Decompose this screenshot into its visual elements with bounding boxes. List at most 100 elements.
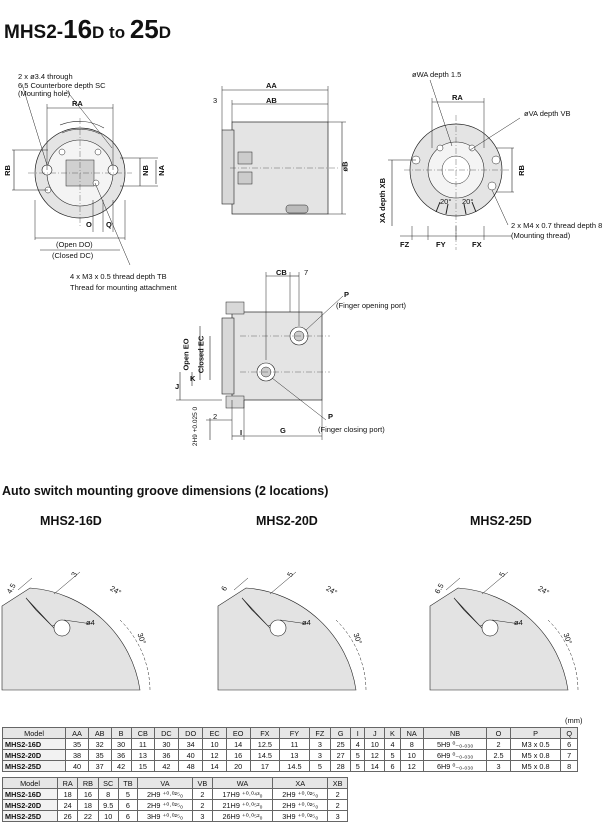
table-cell: M3 x 0.5 [509, 738, 562, 750]
table-cell: 3 [192, 810, 213, 822]
table-cell: 5 [350, 760, 366, 772]
table-header-cell: P [509, 727, 562, 739]
table-cell: 2H9 ⁺⁰·⁰²⁵₀ [137, 788, 193, 800]
table-cell: 9.5 [97, 799, 119, 811]
dim-k: K [190, 374, 196, 383]
table-cell: 36 [153, 749, 179, 761]
table-header-cell: XB [327, 777, 348, 789]
closed-dc-label: (Closed DC) [52, 251, 94, 260]
table-cell: 12 [399, 760, 424, 772]
port-p-close: P [328, 412, 334, 421]
table-cell: 3 [308, 738, 332, 750]
dim-fz: FZ [400, 240, 410, 249]
table-cell: 4 [350, 738, 366, 750]
table-cell: 14.5 [249, 749, 281, 761]
table-cell: 5 [350, 749, 366, 761]
table-cell: 26H9 ⁺⁰·⁰⁵²₀ [211, 810, 274, 822]
table-cell: 17 [249, 760, 281, 772]
table-cell: 2H9 ⁺⁰·⁰²⁵₀ [272, 788, 329, 800]
table-cell: 12 [202, 749, 227, 761]
table-header-cell: NB [422, 727, 488, 739]
table-header-cell: RA [57, 777, 79, 789]
table-header-cell: XA [272, 777, 329, 789]
groove-25d [429, 571, 579, 691]
table-cell: 42 [153, 760, 179, 772]
table-cell: 2 [327, 788, 348, 800]
table-cell: MHS2-20D [1, 799, 59, 811]
table-cell: 20 [225, 760, 251, 772]
table-cell: M5 x 0.8 [509, 749, 562, 761]
table-cell: MHS2-20D [1, 749, 67, 761]
table-cell: 27 [330, 749, 352, 761]
table-cell: 3 [486, 760, 511, 772]
table-header-cell: G [330, 727, 352, 739]
dim-j: J [175, 382, 180, 391]
table-cell: 7 [560, 749, 578, 761]
table-cell: 35 [87, 749, 112, 761]
table-cell: 15 [130, 760, 155, 772]
table-header-cell: VB [192, 777, 213, 789]
table-cell: 2 [192, 788, 213, 800]
table-header-cell: SC [97, 777, 119, 789]
table-cell: 6 [117, 810, 139, 822]
table-cell: 28 [330, 760, 352, 772]
table-cell: 3 [308, 749, 332, 761]
table-header-cell: RB [77, 777, 99, 789]
table-cell: 6 [560, 738, 578, 750]
groove-section-title: Auto switch mounting groove dimensions (… [2, 484, 329, 498]
table-cell: 6 [117, 799, 139, 811]
table-header-cell: EC [202, 727, 227, 739]
table-header-cell: NA [399, 727, 424, 739]
dim-o: O [86, 220, 92, 229]
table-cell: 35 [65, 738, 89, 750]
table-cell: 5 [117, 788, 139, 800]
table-cell: 8 [560, 760, 578, 772]
table-cell: 14 [364, 760, 386, 772]
table-cell: 2 [192, 799, 213, 811]
table-header-cell: AA [65, 727, 89, 739]
dim-ra-right: RA [452, 93, 463, 102]
table-cell: 2 [486, 738, 511, 750]
groove-20d-dia: ø4 [302, 618, 311, 627]
table-cell: 30 [153, 738, 179, 750]
table-cell: 2H9 ⁺⁰·⁰²⁵₀ [137, 799, 193, 811]
table-cell: 10 [97, 810, 119, 822]
variant-25d-title: MHS2-25D [470, 514, 532, 528]
dim-cb: CB [276, 268, 287, 277]
dim-three: 3 [213, 96, 218, 105]
table-cell: 38 [65, 749, 89, 761]
table-cell: M5 x 0.8 [509, 760, 562, 772]
table-header-cell: AB [87, 727, 112, 739]
finger-closing-port-label: (Finger closing port) [318, 425, 385, 434]
table-cell: 12 [364, 749, 386, 761]
dim-ra: RA [72, 99, 83, 108]
table-cell: 5 [384, 749, 401, 761]
table-header-cell: J [364, 727, 386, 739]
angle-20-right: 20° [462, 197, 474, 206]
table-cell: 14 [202, 760, 227, 772]
table-cell: 8 [97, 788, 119, 800]
table-cell: 18 [57, 788, 79, 800]
table-header-cell: CB [130, 727, 155, 739]
owa-label: øWA depth 1.5 [412, 70, 462, 79]
table-cell: MHS2-25D [1, 810, 59, 822]
table-cell: 5 [308, 760, 332, 772]
mounting-thread-label: (Mounting thread) [511, 231, 571, 240]
table-cell: 5H9 ⁰₋₀.₀₃₀ [422, 738, 488, 750]
table-cell: 42 [110, 760, 132, 772]
table-cell: 10 [399, 749, 424, 761]
table-cell: 24 [57, 799, 79, 811]
table-cell: 3H9 ⁺⁰·⁰²⁵₀ [272, 810, 329, 822]
table-header-cell: K [384, 727, 401, 739]
table-cell: 40 [177, 749, 204, 761]
dim-ab: AB [266, 96, 277, 105]
table-header-cell: Q [560, 727, 578, 739]
